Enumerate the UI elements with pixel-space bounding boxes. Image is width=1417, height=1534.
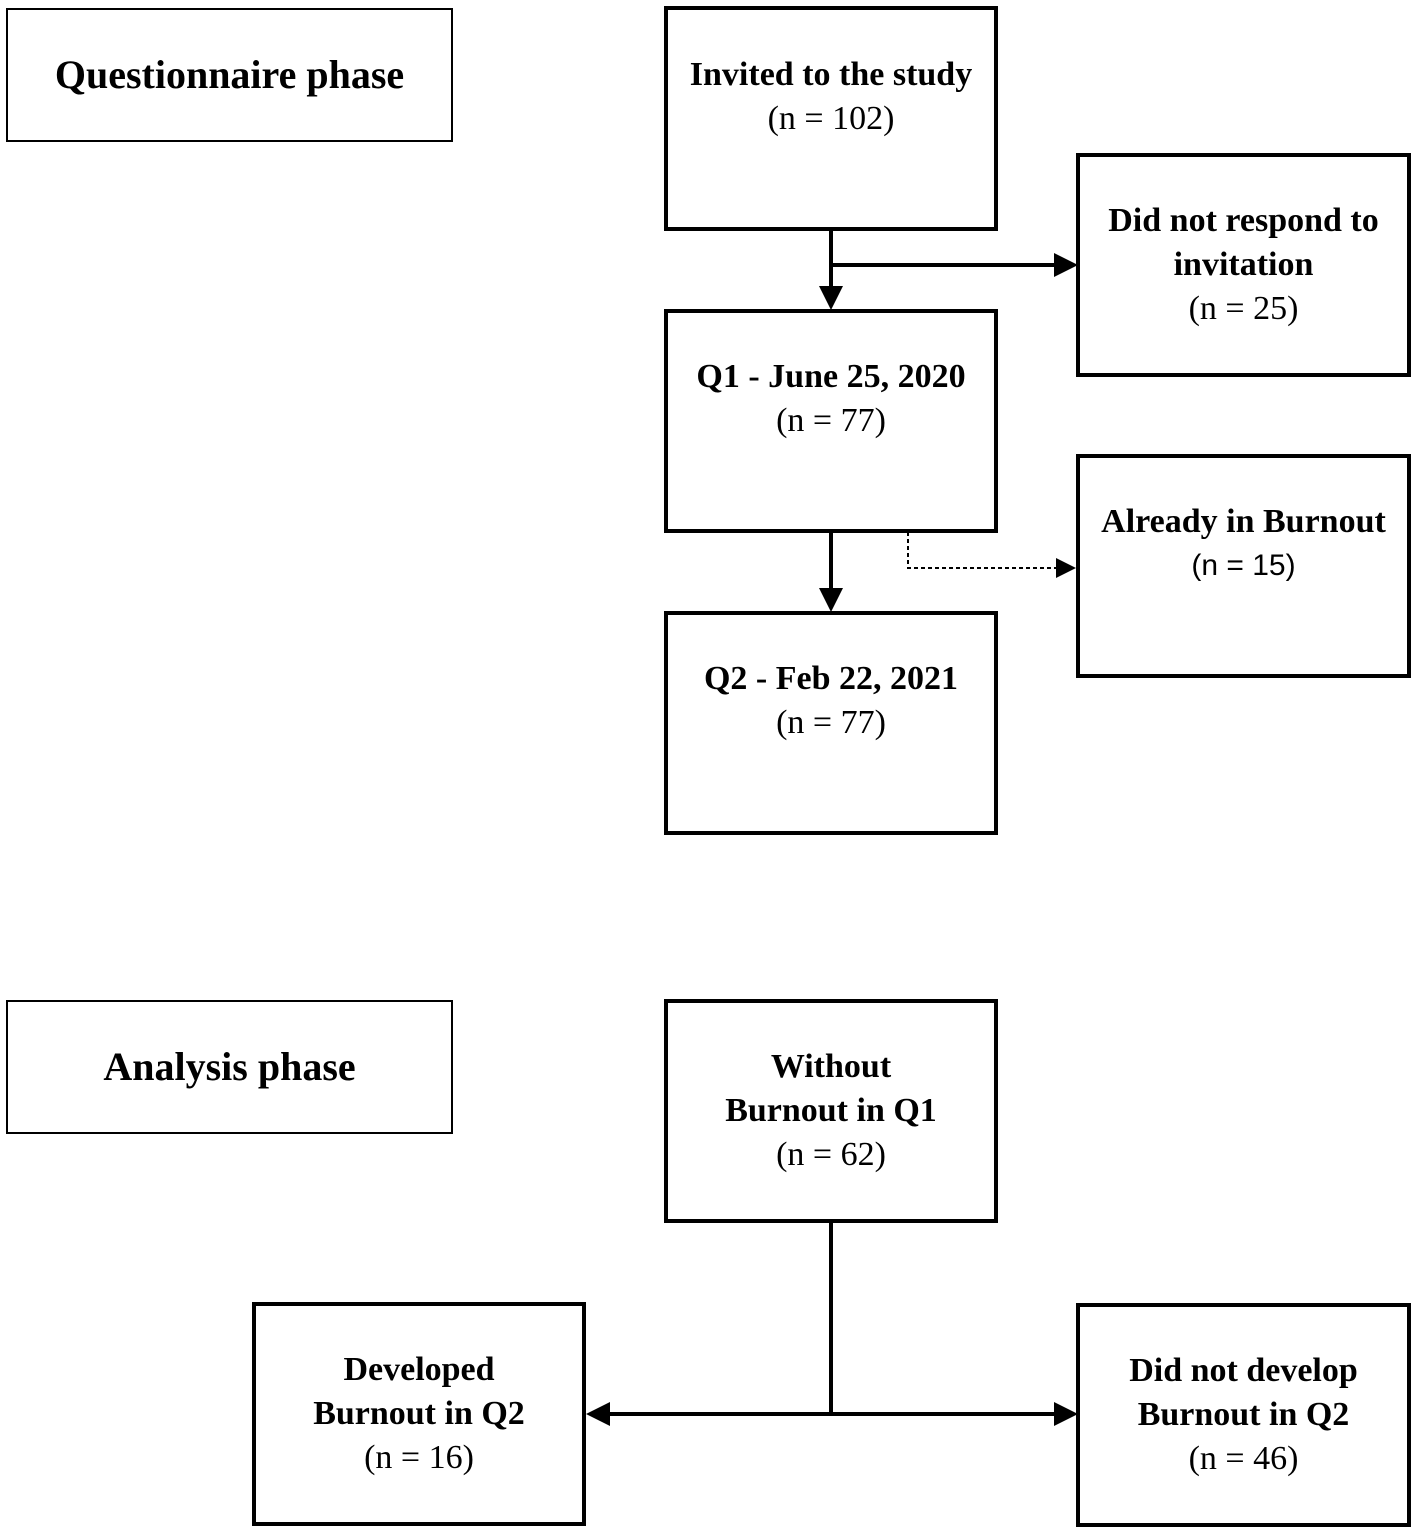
dotted-arrow-to-already-burnout (907, 532, 1058, 569)
node-without-burnout: Without Burnout in Q1 (n = 62) (664, 999, 998, 1223)
node-invited: Invited to the study (n = 102) (664, 6, 998, 231)
node-not-developed: Did not develop Burnout in Q2 (n = 46) (1076, 1303, 1411, 1527)
node-q2-title: Q2 - Feb 22, 2021 (703, 660, 959, 697)
node-developed: Developed Burnout in Q2 (n = 16) (252, 1302, 586, 1526)
node-q2-count: (n = 77) (776, 704, 886, 741)
arrowhead-already-burnout (1056, 558, 1076, 578)
node-already-burnout-count: (n = 15) (1191, 549, 1296, 582)
node-no-response-count: (n = 25) (1188, 290, 1299, 327)
arrowhead-not-developed (1054, 1402, 1078, 1426)
node-no-response-title-1: Did not respond to (1108, 202, 1379, 239)
node-already-burnout-title: Already in Burnout (1101, 503, 1386, 540)
node-not-developed-count: (n = 46) (1188, 1440, 1299, 1477)
node-q2: Q2 - Feb 22, 2021 (n = 77) (664, 611, 998, 835)
node-not-developed-title-2: Burnout in Q2 (1137, 1396, 1350, 1433)
node-without-burnout-count: (n = 62) (776, 1136, 886, 1173)
node-developed-title-2: Burnout in Q2 (313, 1395, 525, 1432)
questionnaire-phase-text: Questionnaire phase (54, 52, 405, 97)
arrowhead-q2 (819, 588, 843, 612)
arrowhead-developed (586, 1402, 610, 1426)
node-not-developed-title-1: Did not develop (1129, 1352, 1358, 1389)
arrowhead-q1 (819, 286, 843, 310)
node-without-burnout-title-2: Burnout in Q1 (725, 1092, 937, 1129)
node-invited-count: (n = 102) (767, 99, 895, 137)
node-invited-title: Invited to the study (689, 55, 973, 93)
questionnaire-phase-label: Questionnaire phase (6, 8, 453, 142)
node-q1-title: Q1 - June 25, 2020 (696, 358, 966, 395)
node-already-burnout: Already in Burnout (n = 15) (1076, 454, 1411, 678)
node-q1-count: (n = 77) (776, 402, 886, 439)
node-q1: Q1 - June 25, 2020 (n = 77) (664, 309, 998, 533)
node-no-response: Did not respond to invitation (n = 25) (1076, 153, 1411, 377)
analysis-phase-label: Analysis phase (6, 1000, 453, 1134)
node-without-burnout-title-1: Without (770, 1048, 892, 1085)
arrowhead-no-response (1054, 253, 1078, 277)
analysis-phase-text: Analysis phase (103, 1044, 356, 1089)
node-no-response-title-2: invitation (1173, 246, 1314, 283)
node-developed-title-1: Developed (343, 1351, 495, 1388)
node-developed-count: (n = 16) (364, 1439, 474, 1476)
